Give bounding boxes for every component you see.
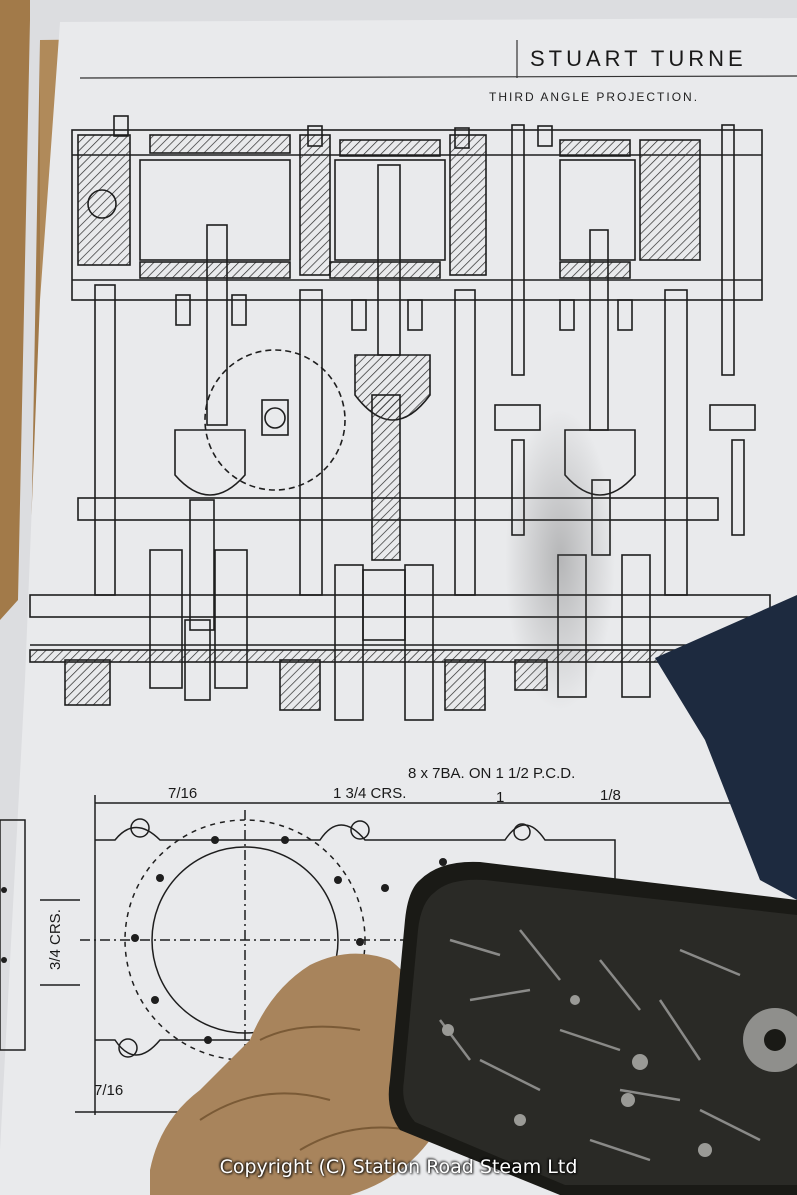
dim-side-crs: 3/4 CRS. xyxy=(47,909,64,970)
nuts-pile xyxy=(442,995,712,1157)
plan-view-drawing xyxy=(0,795,797,1115)
dim-bolt-spec: 8 x 7BA. ON 1 1/2 P.C.D. xyxy=(408,765,575,782)
ink-smudge xyxy=(505,410,615,710)
screw-tin-rim xyxy=(403,879,797,1185)
screws-pile xyxy=(439,929,761,1162)
projection-label: THIRD ANGLE PROJECTION. xyxy=(489,90,699,104)
dark-card xyxy=(655,595,797,900)
dim-one: 1 xyxy=(496,789,504,806)
dim-crs: 1 3/4 CRS. xyxy=(333,785,406,802)
large-washer-hole xyxy=(764,1029,786,1051)
engine-elevation-drawing xyxy=(29,115,771,721)
dim-bottom-fraction: 7/16 xyxy=(94,1082,123,1099)
crumpled-leaf xyxy=(150,953,434,1195)
drawing-title: STUART TURNE xyxy=(530,46,747,71)
title-rule xyxy=(79,75,797,79)
copyright-watermark: Copyright (C) Station Road Steam Ltd xyxy=(219,1156,578,1178)
leaf-creases xyxy=(199,1025,411,1151)
dim-one-eighth: 1/8 xyxy=(600,787,621,804)
dim-left-fraction: 7/16 xyxy=(168,785,197,802)
